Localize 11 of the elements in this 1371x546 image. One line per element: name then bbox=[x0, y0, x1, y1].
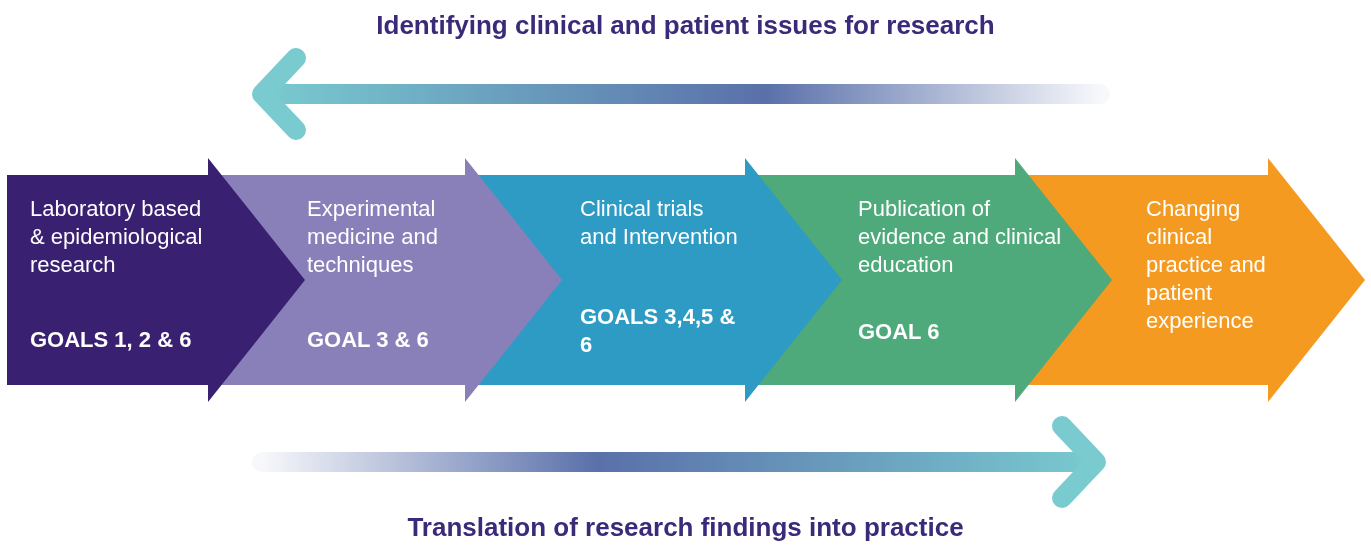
flow-heading: Identifying clinical and patient issues for research bbox=[376, 10, 995, 41]
stage-title: Changing clinical practice and patient experience bbox=[1146, 195, 1267, 335]
goal-label: GOALS 3,4,5 & 6 bbox=[580, 303, 737, 359]
flow-heading: Translation of research findings into practice bbox=[407, 512, 964, 543]
goal-label: GOAL 6 bbox=[858, 318, 941, 346]
goal-label: GOALS 1, 2 & 6 bbox=[30, 326, 193, 354]
stage-title: Experimental medicine and techniques bbox=[307, 195, 439, 279]
stage-title: Clinical trials and Intervention bbox=[580, 195, 739, 251]
stage-title: Laboratory based & epidemiological research bbox=[30, 195, 204, 279]
stage-title: Publication of evidence and clinical education bbox=[858, 195, 1063, 279]
goal-label: GOAL 3 & 6 bbox=[307, 326, 430, 354]
